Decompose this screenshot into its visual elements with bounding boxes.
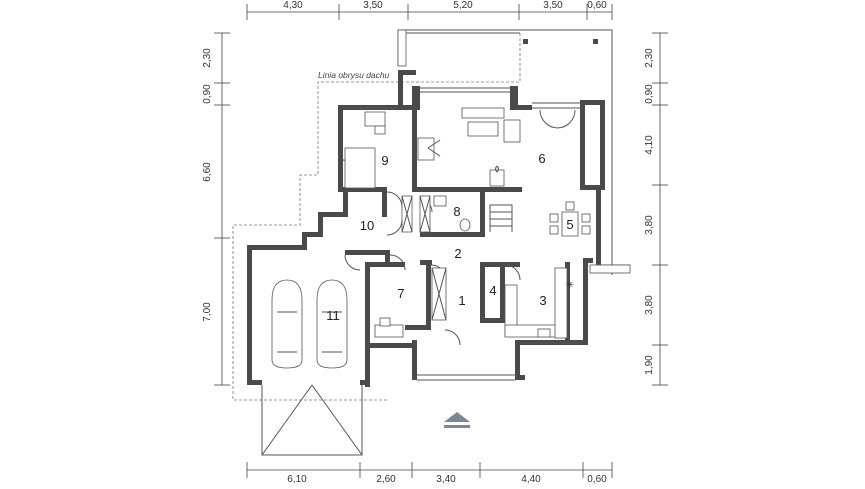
living-furniture	[417, 107, 521, 187]
room-number-8: 8	[453, 204, 460, 219]
left-dim-label: 7,00	[202, 302, 213, 322]
room-number-9: 9	[381, 153, 388, 168]
top-dim-label: 3,50	[543, 0, 563, 11]
roof-outline-label: Linia obrysu dachu	[318, 70, 390, 80]
bottom-dim-label: 4,40	[521, 474, 541, 485]
right-dim-label: 2,30	[644, 48, 655, 68]
room-number-3: 3	[539, 293, 546, 308]
left-dim-label: 6,60	[202, 162, 213, 182]
room-labels: 1 2 3 4 5 6 7 8 9 10 11	[326, 151, 573, 323]
top-dim-label: 4,30	[283, 0, 303, 11]
top-dim-label: 5,20	[453, 0, 473, 11]
left-dim-label: 0,90	[202, 84, 213, 104]
bottom-dim-label: 3,40	[436, 474, 456, 485]
right-dim-label: 1,90	[644, 355, 655, 375]
room-number-11: 11	[326, 308, 340, 323]
fireplace-flame-icon	[495, 165, 499, 173]
right-dim-label: 0,90	[644, 84, 655, 104]
stairs	[489, 204, 513, 232]
dining-furniture	[549, 201, 591, 237]
office-7-furniture	[374, 317, 404, 338]
room-number-6: 6	[538, 151, 545, 166]
garage	[261, 279, 363, 456]
right-dimension-line: 2,30 0,90 4,10 3,80 3,80 1,90	[644, 32, 668, 386]
room-number-10: 10	[360, 218, 374, 233]
hob-icon: ✳	[566, 280, 574, 291]
room-number-1: 1	[458, 293, 465, 308]
top-dim-label: 3,50	[363, 0, 383, 11]
left-dimension-line: 2,30 0,90 6,60 7,00	[202, 32, 230, 386]
bottom-dim-label: 2,60	[376, 474, 396, 485]
entrance-arrow-icon	[444, 412, 470, 428]
hall-wardrobe	[401, 195, 447, 321]
doors	[342, 109, 576, 346]
room-number-4: 4	[489, 283, 496, 298]
top-dim-label: 0,60	[587, 0, 607, 11]
terrace-top	[397, 29, 613, 275]
car-icon	[316, 279, 348, 369]
bottom-dim-label: 6,10	[287, 474, 307, 485]
top-dimension-line: 4,30 3,50 5,20 3,50 0,60	[246, 0, 613, 20]
interior-walls	[345, 110, 570, 342]
bottom-dimension-line: 6,10 2,60 3,40 4,40 0,60	[246, 462, 613, 485]
left-dim-label: 2,30	[202, 48, 213, 68]
bedroom-9-furniture	[344, 111, 386, 189]
kitchen-furniture: ✳	[504, 267, 574, 339]
room-number-2: 2	[454, 246, 461, 261]
windows	[343, 87, 631, 381]
room-number-5: 5	[566, 217, 573, 232]
car-icon	[271, 279, 303, 369]
right-dim-label: 4,10	[644, 135, 655, 155]
bottom-dim-label: 0,60	[587, 474, 607, 485]
room-number-7: 7	[397, 286, 404, 301]
right-dim-label: 3,80	[644, 295, 655, 315]
bathroom-8-fixtures	[419, 195, 471, 233]
right-dim-label: 3,80	[644, 215, 655, 235]
